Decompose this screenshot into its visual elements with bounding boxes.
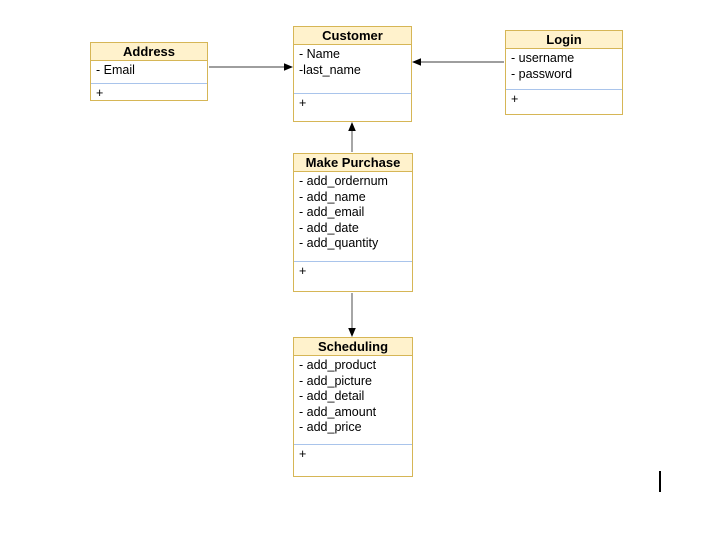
class-title-make-purchase: Make Purchase: [294, 154, 412, 172]
attribute: -last_name: [299, 62, 361, 77]
attribute: - username: [511, 51, 575, 65]
connector-make-purchase-to-scheduling[interactable]: [348, 293, 356, 337]
attribute: - add_detail: [299, 389, 365, 403]
class-attributes-address: - Email: [91, 61, 207, 83]
class-attributes-make-purchase: - add_ordernum - add_name - add_email - …: [294, 172, 412, 261]
class-box-customer[interactable]: Customer - Name -last_name +: [293, 26, 412, 122]
class-title-login: Login: [506, 31, 622, 49]
attribute: - Email: [96, 63, 135, 77]
attribute: - Name: [299, 47, 340, 61]
class-attributes-login: - username - password: [506, 49, 622, 89]
class-methods-customer: +: [294, 93, 411, 121]
attribute: - add_name: [299, 189, 366, 204]
attribute: - add_ordernum: [299, 174, 388, 188]
attribute: - add_price: [299, 420, 362, 434]
attribute: - add_quantity: [299, 236, 379, 250]
class-methods-login: +: [506, 89, 622, 114]
attribute: - add_product: [299, 358, 377, 372]
class-box-make-purchase[interactable]: Make Purchase - add_ordernum - add_name …: [293, 153, 413, 292]
connector-make-purchase-to-customer[interactable]: [348, 122, 356, 152]
connector-login-to-customer[interactable]: [412, 58, 504, 66]
connector-address-to-customer[interactable]: [209, 63, 293, 71]
attribute: - add_date: [299, 220, 359, 235]
class-title-address: Address: [91, 43, 207, 61]
attribute: - add_amount: [299, 404, 377, 419]
class-box-login[interactable]: Login - username - password +: [505, 30, 623, 115]
class-box-scheduling[interactable]: Scheduling - add_product - add_picture -…: [293, 337, 413, 477]
attribute: - add_email: [299, 205, 365, 219]
class-methods-make-purchase: +: [294, 261, 412, 291]
class-attributes-customer: - Name -last_name: [294, 45, 411, 93]
class-attributes-scheduling: - add_product - add_picture - add_detail…: [294, 356, 412, 444]
class-methods-scheduling: +: [294, 444, 412, 476]
class-methods-address: +: [91, 83, 207, 100]
attribute: - password: [511, 66, 573, 81]
text-cursor: [659, 471, 661, 492]
attribute: - add_picture: [299, 373, 372, 388]
class-title-customer: Customer: [294, 27, 411, 45]
class-title-scheduling: Scheduling: [294, 338, 412, 356]
class-box-address[interactable]: Address - Email +: [90, 42, 208, 101]
